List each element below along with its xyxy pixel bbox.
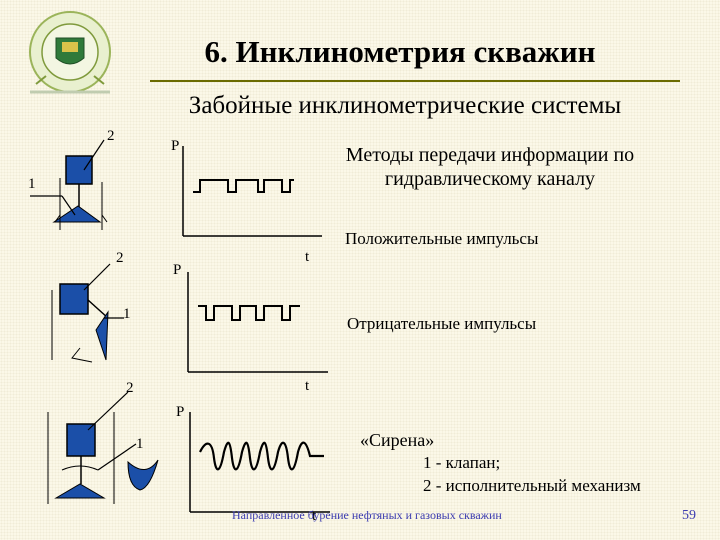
siren-label: «Сирена» [360, 430, 435, 450]
positive-pulses-label: Положительные импульсы [345, 229, 539, 248]
device-1-schematic [30, 139, 108, 230]
footer-text: Направленное бурение нефтяных и газовых … [232, 508, 502, 522]
legend-valve: 1 - клапан; [423, 453, 501, 472]
callout-2-middle: 2 [116, 250, 124, 266]
axis-t-label-2: t [305, 378, 310, 394]
device-3-schematic [47, 391, 159, 504]
negative-pulse-waveform [198, 305, 300, 321]
university-emblem-icon [29, 11, 111, 94]
plot-negative-pulses [187, 272, 328, 373]
siren-waveform [199, 441, 324, 471]
callout-2-bottom: 2 [126, 380, 134, 396]
plot-positive-pulses [182, 146, 322, 237]
negative-pulses-label: Отрицательные импульсы [347, 314, 537, 333]
plot-siren [189, 412, 330, 513]
axis-t-label-1: t [305, 249, 310, 265]
callout-1-middle: 1 [123, 306, 131, 322]
legend-mechanism: 2 - исполнительный механизм [423, 476, 641, 495]
axis-p-label-2: P [173, 262, 181, 278]
slide-title: 6. Инклинометрия скважин [204, 34, 596, 69]
positive-pulse-waveform [193, 179, 294, 193]
callout-1-top: 1 [28, 176, 36, 192]
methods-heading: Методы передачи информации по гидравличе… [345, 144, 635, 190]
title-underline [150, 80, 680, 82]
page-number: 59 [682, 508, 696, 523]
callout-1-bottom: 1 [136, 436, 144, 452]
callout-2-top: 2 [107, 128, 115, 144]
slide-subtitle: Забойные инклинометрические системы [188, 92, 622, 119]
axis-p-label-3: P [176, 404, 184, 420]
device-2-schematic [51, 263, 124, 363]
axis-t-label-3: t [312, 508, 317, 524]
axis-p-label-1: P [171, 138, 179, 154]
